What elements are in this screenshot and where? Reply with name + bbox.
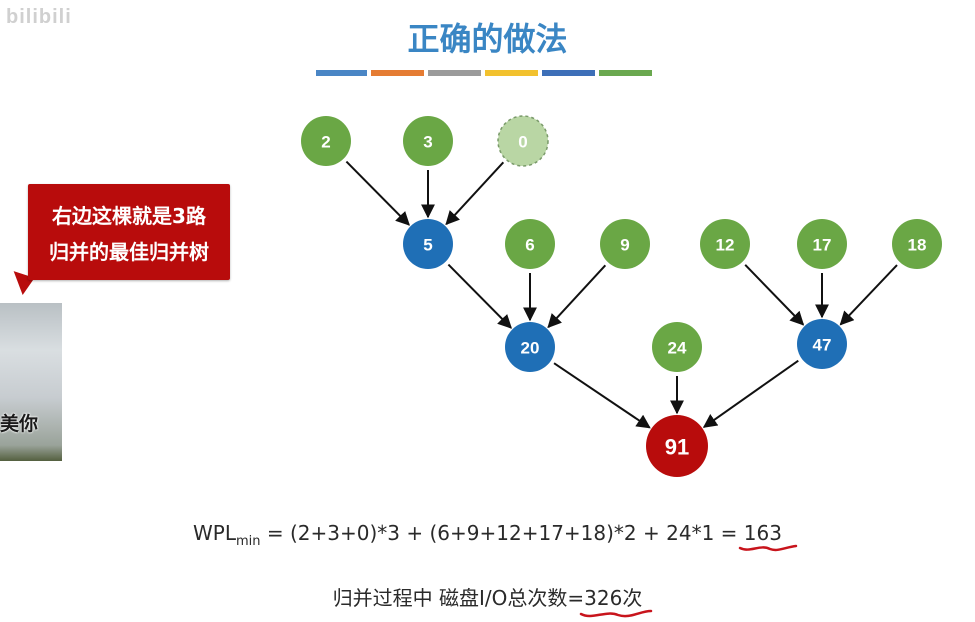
- edge-18-to-47: [839, 264, 898, 326]
- wpl-expression: = (2+3+0)*3 + (6+9+12+17+18)*2 + 24*1 =: [260, 521, 744, 545]
- edge-12-to-47: [744, 264, 805, 326]
- node-circle: [797, 219, 847, 269]
- tree-node-17: 17: [797, 219, 847, 269]
- edge-9-to-20: [547, 264, 607, 329]
- node-label: 17: [813, 236, 832, 255]
- node-circle: [600, 219, 650, 269]
- node-circle: [652, 322, 702, 372]
- tree-node-3: 3: [403, 116, 453, 166]
- io-result-value: 326次: [584, 586, 643, 610]
- io-summary: 归并过程中 磁盘I/O总次数=326次: [0, 582, 975, 618]
- color-bar-segment: [485, 70, 538, 76]
- tree-node-5: 5: [403, 219, 453, 269]
- wpl-prefix: WPL: [193, 521, 237, 545]
- node-circle: [403, 116, 453, 166]
- edge-5-to-20: [447, 263, 512, 329]
- node-circle: [797, 319, 847, 369]
- color-bar-segment: [599, 70, 652, 76]
- tree-node-2: 2: [301, 116, 351, 166]
- tree-node-24: 24: [652, 322, 702, 372]
- node-label: 3: [423, 133, 432, 152]
- node-label: 91: [665, 435, 689, 460]
- tree-node-0: 0: [497, 115, 549, 167]
- callout-bubble: 右边这棵就是3路 归并的最佳归并树: [28, 184, 230, 280]
- io-result: 326次: [579, 586, 653, 618]
- node-label: 18: [908, 236, 927, 255]
- callout-line-1: 右边这棵就是3路: [52, 204, 206, 228]
- io-underline: [579, 609, 653, 618]
- thumbnail-caption: 美你: [0, 413, 39, 435]
- color-bar-segment: [542, 70, 595, 76]
- node-label: 0: [518, 133, 527, 152]
- node-circle: [892, 219, 942, 269]
- wpl-underline: [738, 544, 798, 552]
- bilibili-watermark: bilibili: [6, 6, 72, 28]
- node-circle: [301, 116, 351, 166]
- node-circle: [700, 219, 750, 269]
- tree-node-6: 6: [505, 219, 555, 269]
- node-label: 20: [521, 339, 540, 358]
- tree-node-20: 20: [505, 322, 555, 372]
- node-label: 5: [423, 236, 432, 255]
- node-circle: [505, 322, 555, 372]
- edge-2-to-5: [345, 160, 410, 226]
- edge-47-to-91: [702, 359, 799, 428]
- edge-0-to-5: [445, 161, 505, 226]
- node-label: 12: [716, 236, 735, 255]
- wpl-result: 163: [738, 521, 798, 552]
- color-bar-segment: [428, 70, 481, 76]
- video-thumbnail: 美你: [0, 303, 62, 461]
- tree-node-18: 18: [892, 219, 942, 269]
- node-label: 24: [668, 339, 687, 358]
- node-label: 6: [525, 236, 534, 255]
- tree-node-12: 12: [700, 219, 750, 269]
- io-summary-text: 归并过程中 磁盘I/O总次数=: [332, 586, 585, 610]
- node-circle: [505, 219, 555, 269]
- wpl-formula: WPLmin = (2+3+0)*3 + (6+9+12+17+18)*2 + …: [0, 521, 975, 552]
- node-circle: [646, 415, 708, 477]
- color-bar-segment: [371, 70, 424, 76]
- wpl-result-value: 163: [743, 521, 782, 545]
- wpl-subscript: min: [236, 534, 261, 549]
- node-circle: [403, 219, 453, 269]
- tree-node-47: 47: [797, 319, 847, 369]
- tree-edges: [345, 160, 898, 429]
- node-label: 2: [321, 133, 330, 152]
- tree-node-9: 9: [600, 219, 650, 269]
- node-label: 9: [620, 236, 629, 255]
- edge-20-to-91: [553, 362, 651, 429]
- tree-node-91: 91: [646, 415, 708, 477]
- node-label: 47: [813, 336, 832, 355]
- page-title: 正确的做法: [407, 20, 568, 58]
- color-bar-segment: [316, 70, 367, 76]
- node-circle: [497, 115, 549, 167]
- tree-nodes: 2 3 0 5 6 9 12 17 18 20 24 47 91: [301, 115, 942, 477]
- callout-line-2: 归并的最佳归并树: [49, 240, 209, 264]
